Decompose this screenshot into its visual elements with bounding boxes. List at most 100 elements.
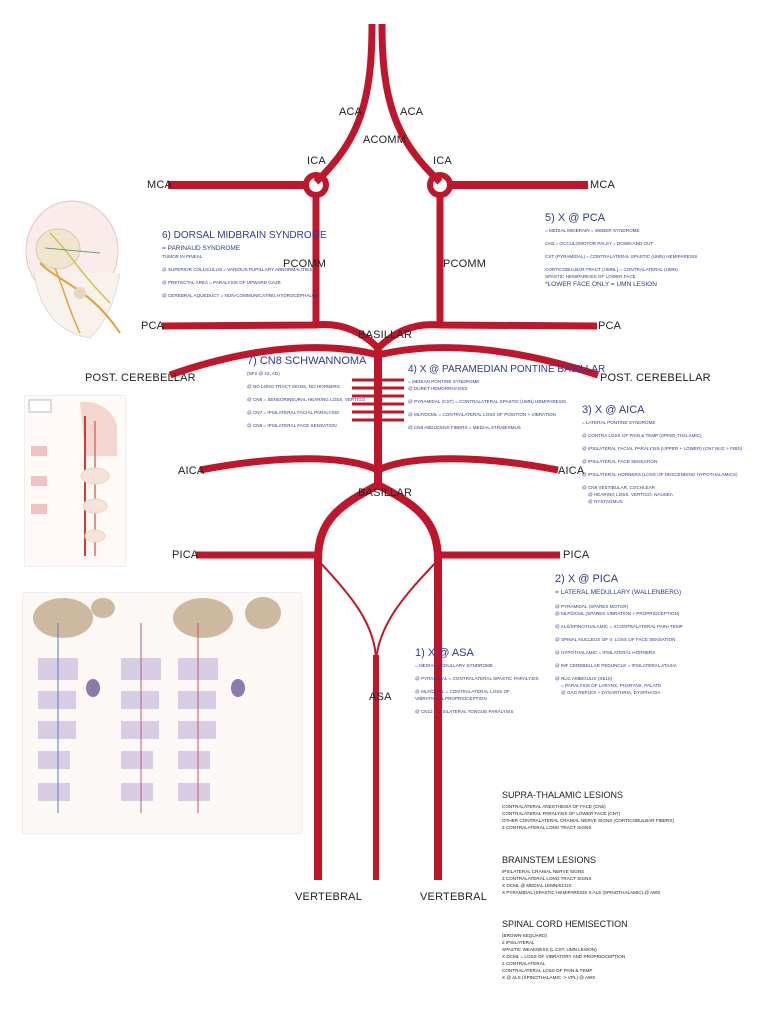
- note-line: @ CN6 ABDUCENS FIBERS = MEDIAL STRABISMU…: [408, 425, 521, 430]
- basillar-top-label: BASILLAR: [358, 329, 413, 341]
- note-title: 2) X @ PICA: [555, 573, 619, 585]
- note-line: @ IPSILATERAL HORNERS (LOSS OF DESCENDIN…: [582, 472, 738, 477]
- vertebral-left-label: VERTEBRAL: [295, 891, 363, 903]
- note-line: @ PYRAMIDAL = CONTRALATERAL SPASTIC PARA…: [415, 676, 539, 681]
- skull-illustration: [20, 193, 128, 343]
- legend-line: X PYRAMIDAL (SPASTIC HEMIPARESIS X ALS (…: [502, 890, 661, 895]
- aca-left-label: ACA: [339, 106, 363, 118]
- pca-right-label: PCA: [598, 320, 622, 332]
- note-line: = PARINAUD SYNDROME: [162, 245, 241, 252]
- note-aica: 3) X @ AICA = LATERAL PONTINE SYNDROME @…: [582, 404, 742, 505]
- note-line: @ CN5 = IPSILATERAL FACE SENSATION: [247, 423, 337, 428]
- mca-left-label: MCA: [147, 179, 173, 191]
- legend-line: X DCML @ MEDIAL LEMNISCUS: [502, 883, 572, 888]
- note-line: *LOWER FACE ONLY = UMN LESION: [545, 281, 657, 288]
- note-line: @ MLF/DCML (SPARES VIBRATION + PROPRIOCE…: [555, 611, 680, 616]
- note-title: 6) DORSAL MIDBRAIN SYNDROME: [162, 230, 327, 241]
- note-line: @ CN8 VESTIBULAR, COCHLEAR: [582, 485, 656, 490]
- aica-left-label: AICA: [178, 465, 205, 477]
- note-cn8-schwannoma: 7) CN8 SCHWANNOMA (NF2 @ 22, AD) @ NO LO…: [247, 355, 366, 429]
- post-cerebellar-left-vessel: [168, 344, 379, 379]
- note-asa: 1) X @ ASA = MEDIAL MEDULLARY SYNDROME @…: [415, 647, 539, 715]
- note-line: @ PYRAMIDAL (SPARES MOTOR): [555, 604, 629, 609]
- legend-line: CONTRALATERAL LOSS OF PAIN & TEMP: [502, 968, 593, 973]
- pica-right-label: PICA: [563, 549, 590, 561]
- vertebral-right-vessel: [376, 481, 442, 880]
- note-title: 7) CN8 SCHWANNOMA: [247, 355, 367, 367]
- note-line: @ SUPERIOR COLLICULUS = VARIOUS PUPILLAR…: [162, 267, 313, 272]
- note-line: @ IPSILATERAL FACE SENSATION: [582, 459, 658, 464]
- legend-line: 1 CONTRALATERAL: [502, 961, 546, 966]
- ica-right-label: ICA: [433, 155, 452, 167]
- corticobulbar-pathway-figure: [24, 395, 126, 567]
- legend-line: 3 CONTRALATERAL LONG TRACT SIGNS: [502, 825, 592, 830]
- note-line: @ NO LONG TRACT SIGNS, NO HORNERS: [247, 384, 340, 389]
- basillar-bottom-label: BASILLAR: [358, 487, 413, 499]
- note-line: @ ALS/SPINOTHALAMIC = XCONTRALATERAL PAI…: [555, 624, 683, 629]
- note-line: @ MLF/DCML = CONTRALATERAL LOSS OF POSIT…: [408, 412, 556, 417]
- legend-line: IPSILATERAL CRANIAL NERVE SIGNS: [502, 869, 585, 874]
- note-dorsal-midbrain: 6) DORSAL MIDBRAIN SYNDROME = PARINAUD S…: [162, 230, 327, 299]
- note-line: = MEDIAL MIDBRAIN = WEBER SYNDROME: [545, 228, 640, 233]
- note-line: = PARALYSIS OF LARYNX, PHARYNX, PALATE: [561, 683, 662, 688]
- note-line: @ PRETECTAL AREA = PARALYSIS OF UPWARD G…: [162, 280, 281, 285]
- post-cerebellar-left-label: POST. CEREBELLAR: [85, 372, 196, 384]
- legend-line: (BROWN-SEQUARD): [502, 933, 547, 938]
- note-title: 5) X @ PCA: [545, 212, 606, 224]
- legend-brainstem: BRAINSTEM LESIONS IPSILATERAL CRANIAL NE…: [502, 855, 660, 896]
- aca-right-label: ACA: [400, 106, 424, 118]
- aica-right-vessel: [376, 455, 559, 474]
- legend-line: CONTRALATERAL PARALYSIS OF LOWER FACE (C…: [502, 811, 621, 816]
- pca-left-label: PCA: [141, 320, 165, 332]
- legend-line: X DCML = LOSS OF VIBRATORY AND PROPRIOCE…: [502, 954, 626, 959]
- note-line: @ HYPOTHALAMIC = IPSILATERAL HORNERS: [555, 650, 656, 655]
- aca-left-vessel: [313, 23, 376, 185]
- pca-right-vessel: [375, 321, 598, 351]
- note-line: @ NUC AMBIGUUS (X&10): [555, 676, 612, 681]
- note-line: CORTICOBULBAR TRACT (UMNL) = CONTRALATER…: [545, 267, 678, 272]
- note-title: 4) X @ PARAMEDIAN PONTINE BASILLAR: [408, 364, 606, 375]
- note-line: @ PYRAMIDAL (CST) = CONTRALATERAL SPASTI…: [408, 399, 567, 404]
- ica-left-ring: [303, 172, 329, 198]
- note-line: @ SPINAL NUCLEUS OF V: LOSS OF FACE SENS…: [555, 637, 676, 642]
- ica-left-label: ICA: [307, 155, 326, 167]
- note-line: CST (PYRAMIDAL) = CONTRALATERAL SPASTIC …: [545, 254, 698, 259]
- legend-title: SUPRA-THALAMIC LESIONS: [502, 790, 624, 800]
- aica-left-vessel: [199, 455, 380, 474]
- pca-left-vessel: [161, 321, 381, 351]
- note-title: 3) X @ AICA: [582, 404, 645, 416]
- legend-line: CONTRALATERAL ANESTHESIA OF FACE (CN5): [502, 804, 606, 809]
- legend-line: SPASTIC WEAKNESS (L.CST, UMN LESION): [502, 947, 597, 952]
- note-line: CN3 = OCCULOMOTOR PALSY = DOWN AND OUT: [545, 241, 654, 246]
- note-line: @ CN8 = SENSORINEURAL HEARING LOSS, VERT…: [247, 397, 366, 402]
- note-line: @ HEARING LOSS, VERTIGO, NAUSEA: [588, 492, 673, 497]
- note-line: @ INF CEREBELLAR PEDUNCLE = IPSILATERAL …: [555, 663, 677, 668]
- legend-title: BRAINSTEM LESIONS: [502, 855, 597, 865]
- asa-left-branch: [317, 559, 377, 661]
- post-cerebellar-right-label: POST. CEREBELLAR: [600, 372, 711, 384]
- ica-right-ring: [427, 172, 453, 198]
- brain-lesion-sections-figure: [22, 592, 302, 834]
- note-line: VIBRATION & PROPRIOCEPTION: [415, 696, 487, 701]
- note-line: @ CN12 = IPSILATERAL TONGUE PARALYSIS: [415, 709, 514, 714]
- note-title: 1) X @ ASA: [415, 647, 474, 659]
- vertebral-left-vessel: [314, 481, 380, 880]
- note-line: TUMOR IN PINEAL: [162, 254, 203, 259]
- legend-supra-thalamic: SUPRA-THALAMIC LESIONS CONTRALATERAL ANE…: [502, 790, 674, 831]
- note-line: @ CN7 = IPSILATERAL FACIAL PARALYSIS: [247, 410, 340, 415]
- note-pica: 2) X @ PICA = LATERAL MEDULLARY (WALLENB…: [555, 573, 683, 696]
- note-paramedian-pontine: 4) X @ PARAMEDIAN PONTINE BASILLAR = MED…: [408, 364, 605, 431]
- pcomm-right-label: PCOMM: [443, 258, 487, 270]
- note-pca: 5) X @ PCA = MEDIAL MIDBRAIN = WEBER SYN…: [545, 212, 697, 289]
- note-line: SPASTIC HEMIPARESIS OF LOWER FACE: [545, 274, 636, 279]
- pica-left-label: PICA: [172, 549, 199, 561]
- note-line: = LATERAL PONTINE SYNDROME: [582, 420, 656, 425]
- legend-line: OTHER CONTRALATERAL CRANIAL NERVE SIGNS …: [502, 818, 674, 823]
- note-line: = MEDIAL MEDULLARY SYNDROME: [415, 663, 493, 668]
- pcomm-left-label: PCOMM: [283, 258, 327, 270]
- asa-right-branch: [375, 559, 439, 661]
- legend-line: X @ ALS (SPINOTHALAMIC -> VPL) @ AWS: [502, 975, 596, 980]
- asa-label: ASA: [369, 691, 392, 703]
- note-line: @ IPSILATERAL FACIAL PARALYSIS (UPPER + …: [582, 446, 743, 451]
